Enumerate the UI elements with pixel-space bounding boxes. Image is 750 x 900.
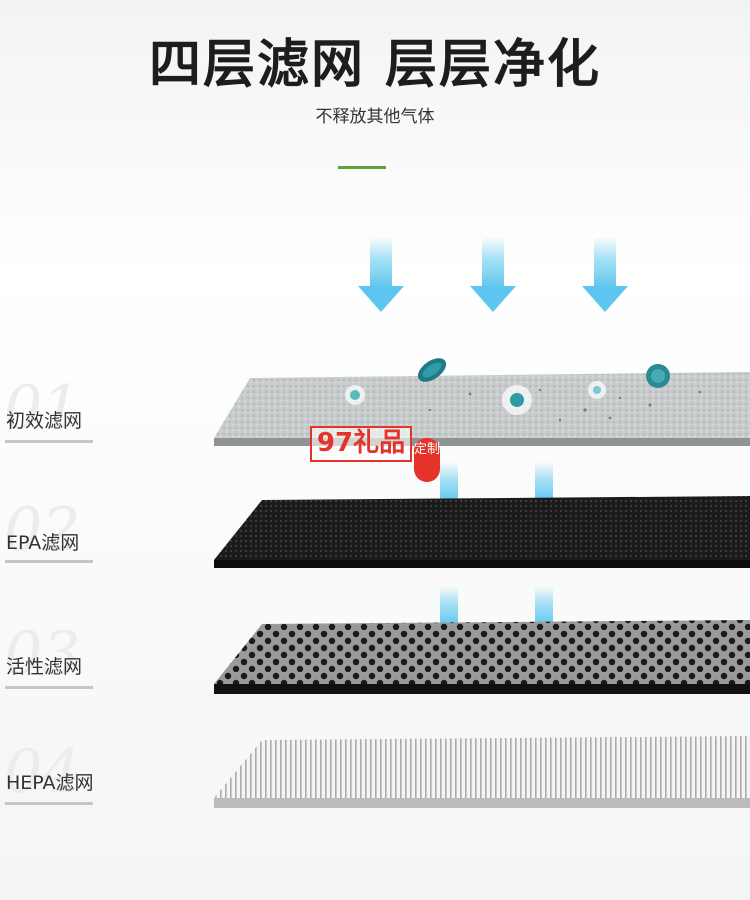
page-title: 四层滤网 层层净化 [148, 35, 602, 95]
layer-number-3: 03 [4, 619, 81, 689]
layer-label-1: 初效滤网 [6, 410, 83, 432]
bacteria-icon [417, 358, 447, 382]
layer-label-4: HEPA滤网 [6, 772, 94, 794]
airflow-arrow-icon [582, 236, 628, 312]
airflow-arrow-icon [470, 236, 516, 312]
filter-layer-epa [214, 496, 750, 568]
layer-underline-4 [5, 802, 93, 805]
accent-divider [338, 166, 386, 169]
airflow-arrow-icon [358, 236, 404, 312]
layer-number-1: 01 [4, 373, 81, 443]
watermark-logo: 97礼品 [310, 426, 412, 462]
layer-label-3: 活性滤网 [6, 656, 83, 678]
watermark-seal: 定制 [414, 438, 440, 482]
bacteria-icon [646, 364, 670, 388]
filter-layer-primary [214, 372, 750, 446]
layer-label-2: EPA滤网 [6, 532, 80, 554]
layer-number-2: 02 [4, 495, 81, 565]
layer-underline-2 [5, 560, 93, 563]
page-subtitle: 不释放其他气体 [315, 107, 435, 127]
layer-underline-1 [5, 440, 93, 443]
particle-icon [502, 385, 532, 415]
layer-underline-3 [5, 686, 93, 689]
watermark-seal-text: 定制 [414, 442, 441, 457]
filter-layer-activated-carbon [214, 620, 750, 694]
particle-icon [588, 381, 606, 399]
filter-layer-hepa [214, 736, 750, 808]
layer-number-4: 04 [4, 737, 81, 807]
particle-icon [345, 385, 365, 405]
